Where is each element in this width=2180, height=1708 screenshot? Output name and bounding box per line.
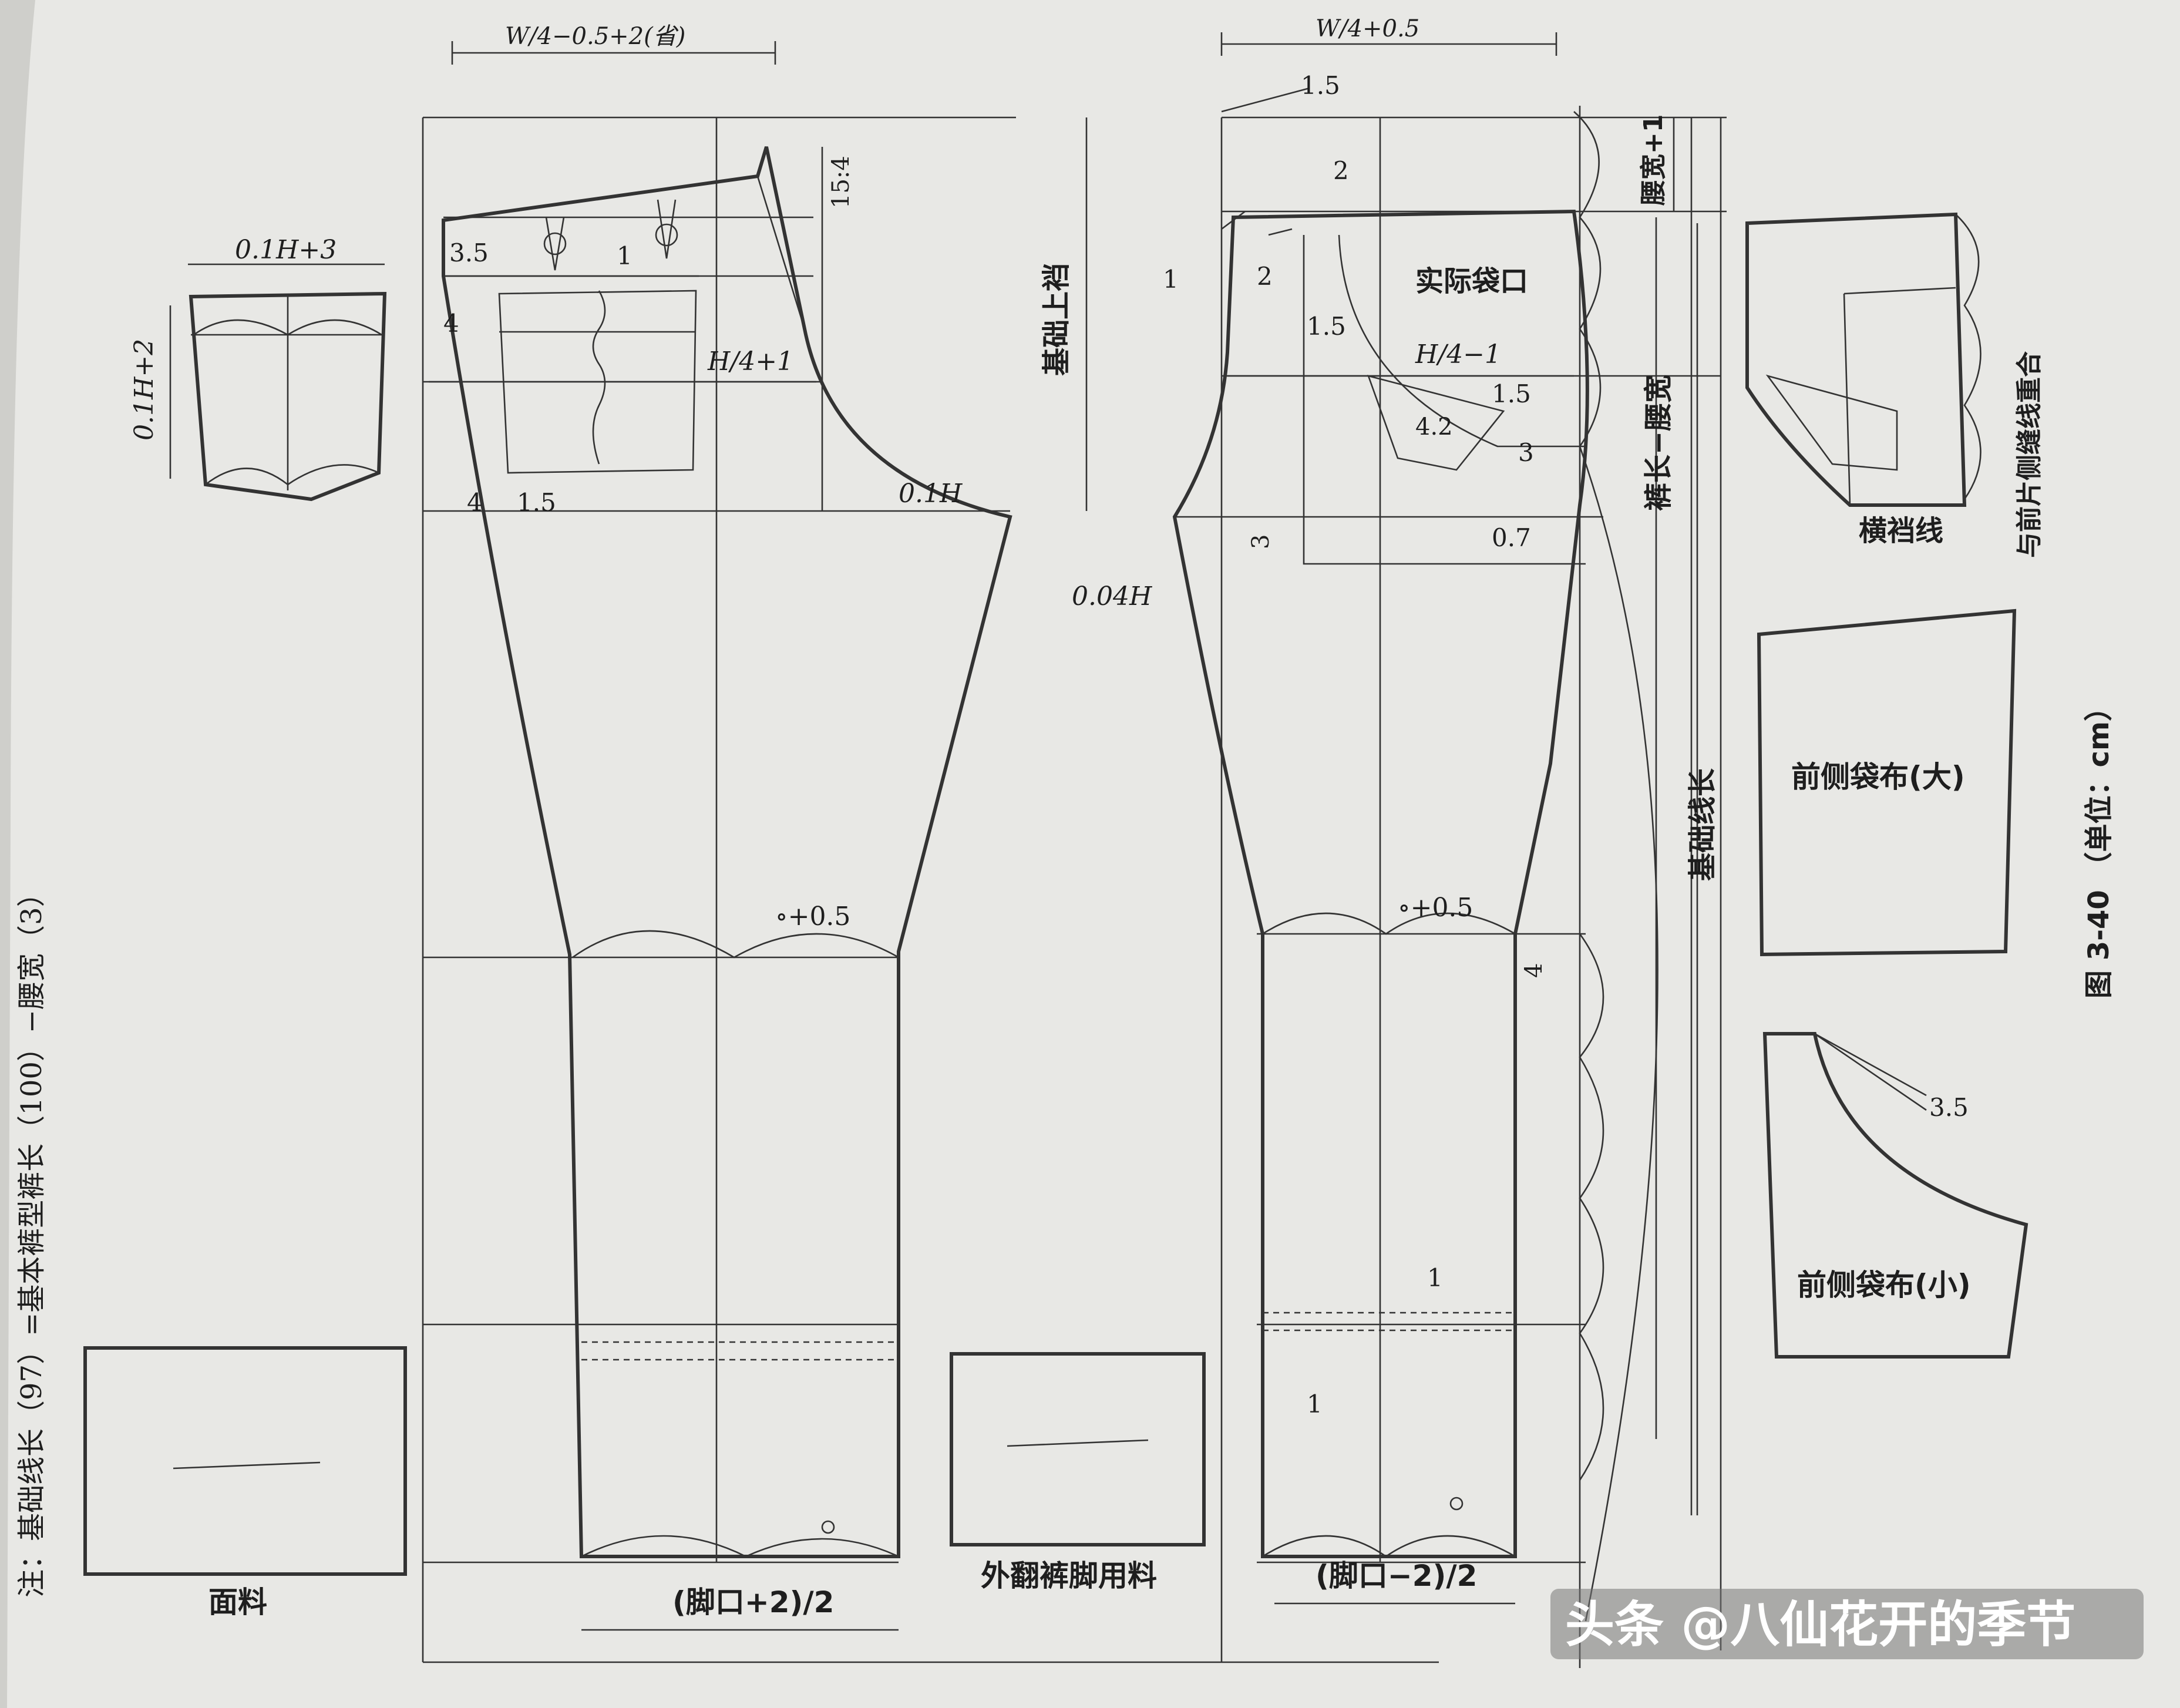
overlap-note-label: 与前片侧缝线重合 — [2014, 351, 2044, 558]
waistband-label: 腰宽+1 — [1639, 115, 1668, 206]
base-rise-label: 基础上裆 — [1040, 263, 1073, 376]
front-dim-1-5b: 1.5 — [1307, 312, 1346, 341]
figure-caption: 图 3-40 （单位：cm） — [2083, 693, 2115, 998]
front-dim-3: 3 — [1518, 438, 1534, 467]
back-hem-formula: (脚口+2)/2 — [672, 1585, 834, 1619]
fabric-blocks — [83, 1346, 1206, 1576]
front-hip-formula: H/4−1 — [1415, 339, 1501, 369]
cuff-fabric-label: 外翻裤脚用料 — [981, 1559, 1157, 1593]
front-dim-4: 4 — [1520, 963, 1547, 978]
knee-adjust-back: ∘+0.5 — [775, 902, 850, 932]
front-dim-4-2: 4.2 — [1415, 413, 1453, 441]
front-dim-1-5: 1.5 — [1301, 71, 1340, 100]
knee-adjust-front: ∘+0.5 — [1398, 893, 1473, 923]
front-hem-formula: (脚口−2)/2 — [1316, 1559, 1477, 1593]
dim-4-lower: 4 — [467, 488, 483, 517]
hem-dim-1a: 1 — [1427, 1263, 1443, 1292]
fabric-label: 面料 — [208, 1585, 267, 1619]
side-pieces — [1745, 212, 2028, 1359]
base-line-length-label: 基础线长 — [1686, 768, 1719, 881]
front-dim-1-5c: 1.5 — [1492, 379, 1531, 408]
crotch-line-label: 横裆线 — [1859, 515, 1943, 547]
dim-1: 1 — [617, 241, 633, 270]
small-pocket-bag-label: 前侧袋布(小) — [1797, 1268, 1971, 1302]
pocket-width-label: 0.1H+3 — [235, 235, 337, 265]
slope-label: 15:4 — [827, 156, 854, 209]
front-dim-2b: 2 — [1257, 262, 1273, 291]
front-crotch-label: 0.04H — [1072, 581, 1153, 611]
back-waist-formula: W/4−0.5+2(省) — [505, 23, 685, 50]
pocket-height-label: 0.1H+2 — [129, 339, 159, 441]
dim-1-5-back: 1.5 — [517, 488, 556, 517]
front-waist-formula: W/4+0.5 — [1316, 15, 1419, 42]
back-crotch-label: 0.1H — [899, 479, 963, 509]
front-dim-3b: 3 — [1247, 534, 1274, 549]
actual-pocket-opening-label: 实际袋口 — [1415, 265, 1528, 298]
dim-3-5: 3.5 — [449, 238, 489, 267]
hem-dim-1b: 1 — [1307, 1390, 1323, 1418]
back-piece — [422, 116, 1439, 1663]
watermark-text: 头条 @八仙花开的季节 — [1565, 1596, 2075, 1653]
large-pocket-bag-label: 前侧袋布(大) — [1791, 760, 1965, 794]
front-dim-2: 2 — [1333, 156, 1349, 185]
pants-minus-waist-label: 裤长−腰宽 — [1642, 375, 1675, 511]
watermark-backdrop — [1550, 1589, 2144, 1659]
patch-pocket — [169, 263, 387, 502]
note-line: 注：基础线长（97）=基本裤型裤长（100）−腰宽（3） — [15, 879, 48, 1598]
front-dim-1: 1 — [1163, 265, 1179, 294]
dim-4: 4 — [443, 309, 459, 338]
front-piece — [1172, 87, 1727, 1668]
front-dim-0-7: 0.7 — [1492, 523, 1531, 552]
back-hip-formula: H/4+1 — [707, 347, 793, 376]
pocket-dim-3-5: 3.5 — [1929, 1093, 1969, 1122]
dimension-lines — [429, 32, 1722, 1650]
spine-shadow — [0, 0, 35, 1708]
